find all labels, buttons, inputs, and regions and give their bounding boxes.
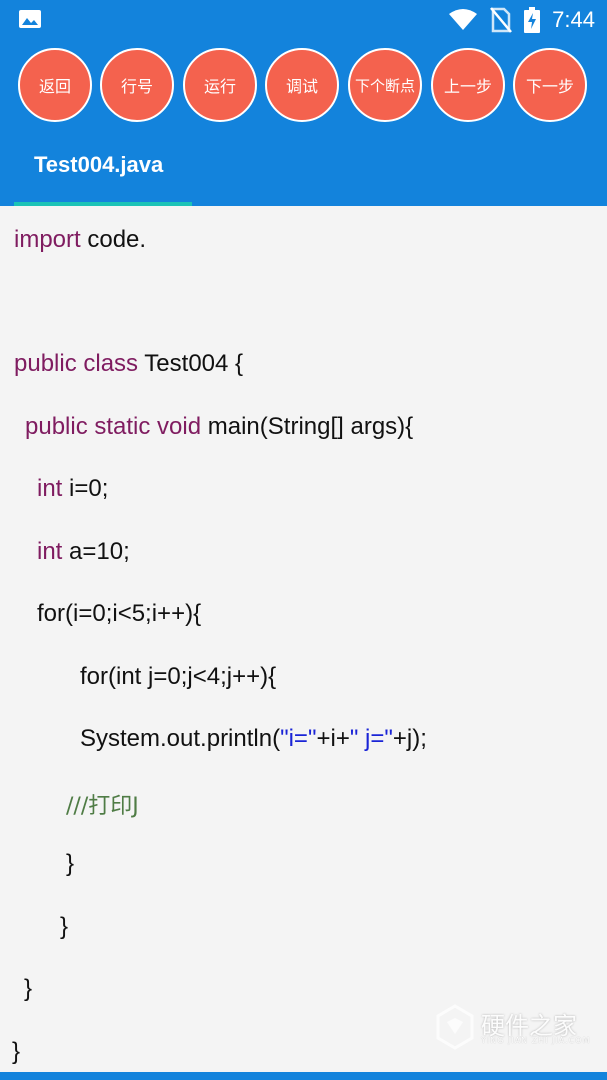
code-line-6: for(i=0;i<5;i++){	[37, 600, 202, 627]
status-time: 7:44	[552, 7, 595, 32]
code-line-12: }	[24, 975, 33, 1002]
back-button[interactable]: 返回	[18, 48, 92, 122]
app-header: 7:44 返回 行号 运行 调试 下个断点 上一步 下一步 Test004.ja…	[0, 0, 607, 206]
run-button[interactable]: 运行	[183, 48, 257, 122]
code-comment: ///打印J	[66, 794, 139, 819]
hexagon-logo-icon	[436, 1004, 474, 1050]
string-literal: " j="	[349, 725, 393, 752]
code-line-8: System.out.println("i="+i+" j="+j);	[80, 725, 427, 753]
no-sim-icon	[490, 7, 513, 33]
code-text: +j);	[392, 725, 427, 752]
code-text: i=0;	[62, 475, 109, 502]
watermark: 硬件之家 YING JIAN ZHI JIA.COM	[433, 1004, 593, 1054]
debug-button[interactable]: 调试	[265, 48, 339, 122]
battery-charging-icon	[524, 7, 541, 33]
keyword: import	[14, 226, 81, 253]
watermark-text: 硬件之家	[481, 1012, 577, 1040]
code-text: code.	[80, 226, 147, 253]
step-back-button[interactable]: 上一步	[431, 48, 505, 122]
tab-test004-java[interactable]: Test004.java	[14, 140, 192, 206]
code-line-1: import code.	[14, 226, 146, 254]
code-line-2: public class Test004 {	[14, 350, 243, 378]
code-text: System.out.println(	[80, 725, 281, 752]
code-text: Test004 {	[138, 350, 244, 377]
code-line-5: int a=10;	[37, 538, 130, 566]
code-line-10: }	[66, 850, 75, 877]
keyword: int	[37, 538, 63, 565]
string-literal: "i="	[280, 725, 317, 752]
code-text: a=10;	[62, 538, 130, 565]
keyword: public class	[14, 350, 139, 377]
code-line-4: int i=0;	[37, 475, 108, 503]
next-breakpoint-button[interactable]: 下个断点	[348, 48, 422, 122]
toolbar: 返回 行号 运行 调试 下个断点 上一步 下一步	[18, 48, 593, 126]
tab-label: Test004.java	[34, 152, 164, 177]
line-number-button[interactable]: 行号	[100, 48, 174, 122]
code-line-11: }	[60, 913, 69, 940]
code-text: main(String[] args){	[201, 413, 414, 440]
step-forward-button[interactable]: 下一步	[513, 48, 587, 122]
bottom-bar	[0, 1072, 607, 1080]
tab-indicator	[14, 202, 192, 206]
code-editor[interactable]: import code. public class Test004 { publ…	[0, 206, 607, 1072]
keyword: int	[37, 475, 63, 502]
wifi-icon	[449, 9, 478, 30]
code-line-7: for(int j=0;j<4;j++){	[80, 663, 277, 690]
watermark-subtext: YING JIAN ZHI JIA.COM	[481, 1036, 591, 1045]
code-line-3: public static void main(String[] args){	[25, 413, 413, 441]
image-icon	[19, 10, 41, 28]
code-line-13: }	[12, 1038, 21, 1065]
status-bar: 7:44	[0, 0, 607, 40]
code-text: +i+	[316, 725, 350, 752]
keyword: public static void	[25, 413, 202, 440]
